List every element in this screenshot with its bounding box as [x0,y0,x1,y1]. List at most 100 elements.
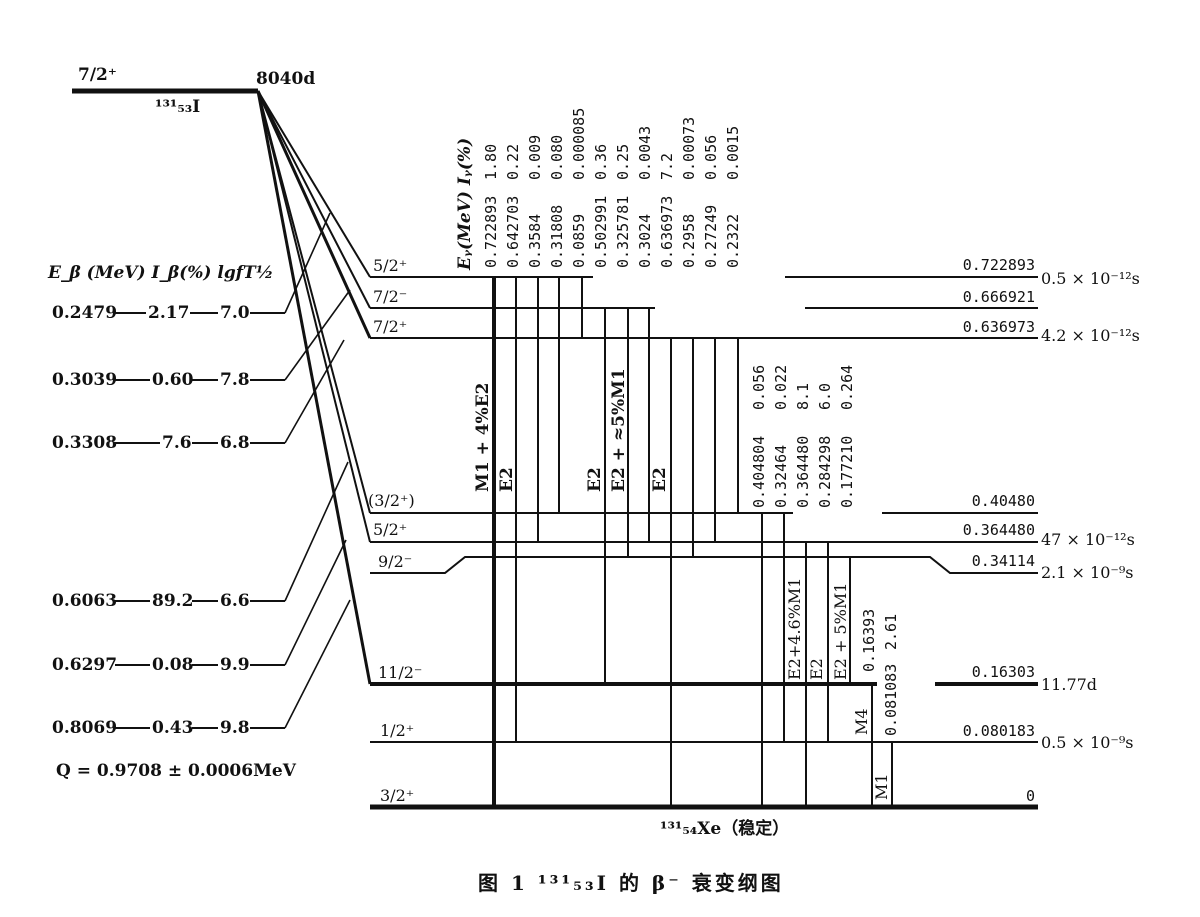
energy-levels [370,276,1038,810]
gamma-intensity: 2.61 [882,614,900,650]
beta-logft: 6.6 [220,591,250,611]
gamma-energy: 0.16393 [860,609,878,672]
gamma-intensity: 0.056 [750,365,768,410]
gamma-labels-upper: 0.722893 1.80 0.642703 0.22 0.3584 0.009… [482,108,742,268]
level-spin: 11/2⁻ [378,663,422,682]
multipolarity-label: M1 [872,773,891,800]
multipolarity-label: M4 [852,708,871,735]
gamma-energy: 0.3024 [636,214,654,268]
level-spin: 1/2⁺ [380,721,414,740]
beta-logft: 7.0 [220,303,250,323]
gamma-energy: 0.325781 [614,196,632,268]
gamma-header: Eᵧ(MeV) Iᵧ(%) [455,138,475,271]
level-spin: 3/2⁺ [380,786,414,805]
beta-branch-row: 0.8069 0.43 9.8 [52,718,285,738]
level-energy: 0.40480 [972,492,1035,510]
gamma-intensity: 0.080 [548,135,566,180]
beta-branch-row: 0.6297 0.08 9.9 [52,655,285,675]
gamma-energy: 0.404804 [750,436,768,508]
level-spin: 9/2⁻ [378,552,412,571]
beta-intensity: 2.17 [148,303,189,323]
multipolarity-label: E2 [807,658,826,680]
gamma-intensity: 0.0015 [724,126,742,180]
beta-intensity: 0.43 [152,718,193,738]
gamma-energy: 0.642703 [504,196,522,268]
gamma-transitions [492,277,893,807]
beta-branch-row: 0.3308 7.6 6.8 [52,433,285,453]
gamma-intensity: 0.000085 [570,108,588,180]
beta-energy: 0.3039 [52,370,117,390]
gamma-energy: 0.636973 [658,196,676,268]
multipolarity-label: E2 [585,467,605,492]
beta-logft: 6.8 [220,433,250,453]
level-spin: 7/2⁻ [373,287,407,306]
level-halflife: 11.77d [1041,675,1097,694]
level-energy: 0.636973 [963,318,1035,336]
figure-caption: 图 1 ¹³¹₅₃I 的 β⁻ 衰变纲图 [478,871,784,895]
multipolarity-label: E2 + ≈5%M1 [609,368,629,492]
multipolarity-label: E2 + 5%M1 [831,583,850,680]
level-halflife: 4.2 × 10⁻¹²s [1041,326,1140,345]
daughter-nucleus: ¹³¹₅₄Xe（稳定） [660,818,789,839]
level-spin: 5/2⁺ [373,256,407,275]
gamma-intensity: 1.80 [482,144,500,180]
gamma-energy: 0.177210 [838,436,856,508]
level-spin: 5/2⁺ [373,520,407,539]
gamma-energy: 0.31808 [548,205,566,268]
gamma-energy: 0.3584 [526,214,544,268]
gamma-energy: 0.722893 [482,196,500,268]
gamma-energy: 0.0859 [570,214,588,268]
level-energy: 0.364480 [963,521,1035,539]
gamma-energy: 0.2958 [680,214,698,268]
parent-halflife: 8040d [256,69,315,89]
gamma-intensity: 8.1 [794,383,812,410]
level-energy: 0.666921 [963,288,1035,306]
beta-branch-row: 0.3039 0.60 7.8 [52,370,285,390]
beta-header: E_β (MeV) I_β(%) lgfT½ [47,263,273,283]
parent-nucleus: ¹³¹₅₃I [155,97,200,117]
gamma-labels-lower: 0.16393 0.081083 2.61 [860,609,900,736]
gamma-energy: 0.2322 [724,214,742,268]
gamma-intensity: 0.056 [702,135,720,180]
beta-energy: 0.8069 [52,718,117,738]
gamma-energy: 0.081083 [882,664,900,736]
gamma-intensity: 0.00073 [680,117,698,180]
level-energy: 0.722893 [963,256,1035,274]
gamma-intensity: 0.0043 [636,126,654,180]
gamma-energy: 0.502991 [592,196,610,268]
multipolarity-label: M1 + 4%E2 [473,383,493,493]
beta-energy: 0.2479 [52,303,117,323]
beta-intensity: 89.2 [152,591,193,611]
beta-intensity: 0.60 [152,370,194,390]
gamma-energy: 0.364480 [794,436,812,508]
beta-logft: 9.8 [220,718,250,738]
multipolarity-label: E2 [497,467,517,492]
gamma-intensity: 0.264 [838,365,856,410]
beta-logft: 7.8 [220,370,250,390]
level-halflife: 2.1 × 10⁻⁹s [1041,563,1133,582]
beta-energy: 0.3308 [52,433,117,453]
level-halflife: 0.5 × 10⁻¹²s [1041,269,1140,288]
gamma-energy: 0.32464 [772,445,790,508]
level-spin: 7/2⁺ [373,317,407,336]
level-spin: (3/2⁺) [368,491,415,510]
gamma-labels-middle: 0.404804 0.056 0.32464 0.022 0.364480 8.… [750,365,856,508]
level-energy: 0.16303 [972,663,1035,681]
gamma-intensity: 0.022 [772,365,790,410]
gamma-intensity: 7.2 [658,153,676,180]
level-halflife: 0.5 × 10⁻⁹s [1041,733,1133,752]
gamma-intensity: 0.22 [504,144,522,180]
q-value: Q = 0.9708 ± 0.0006MeV [56,761,297,781]
beta-energy: 0.6297 [52,655,117,675]
gamma-intensity: 0.009 [526,135,544,180]
level-energy: 0.080183 [963,722,1035,740]
level-halflife: 47 × 10⁻¹²s [1041,530,1135,549]
level-energy: 0 [1026,787,1035,805]
beta-intensity: 0.08 [152,655,193,675]
parent-spin: 7/2⁺ [78,65,117,85]
level-energy: 0.34114 [972,552,1035,570]
beta-branch-row: 0.6063 89.2 6.6 [52,591,285,611]
gamma-energy: 0.284298 [816,436,834,508]
